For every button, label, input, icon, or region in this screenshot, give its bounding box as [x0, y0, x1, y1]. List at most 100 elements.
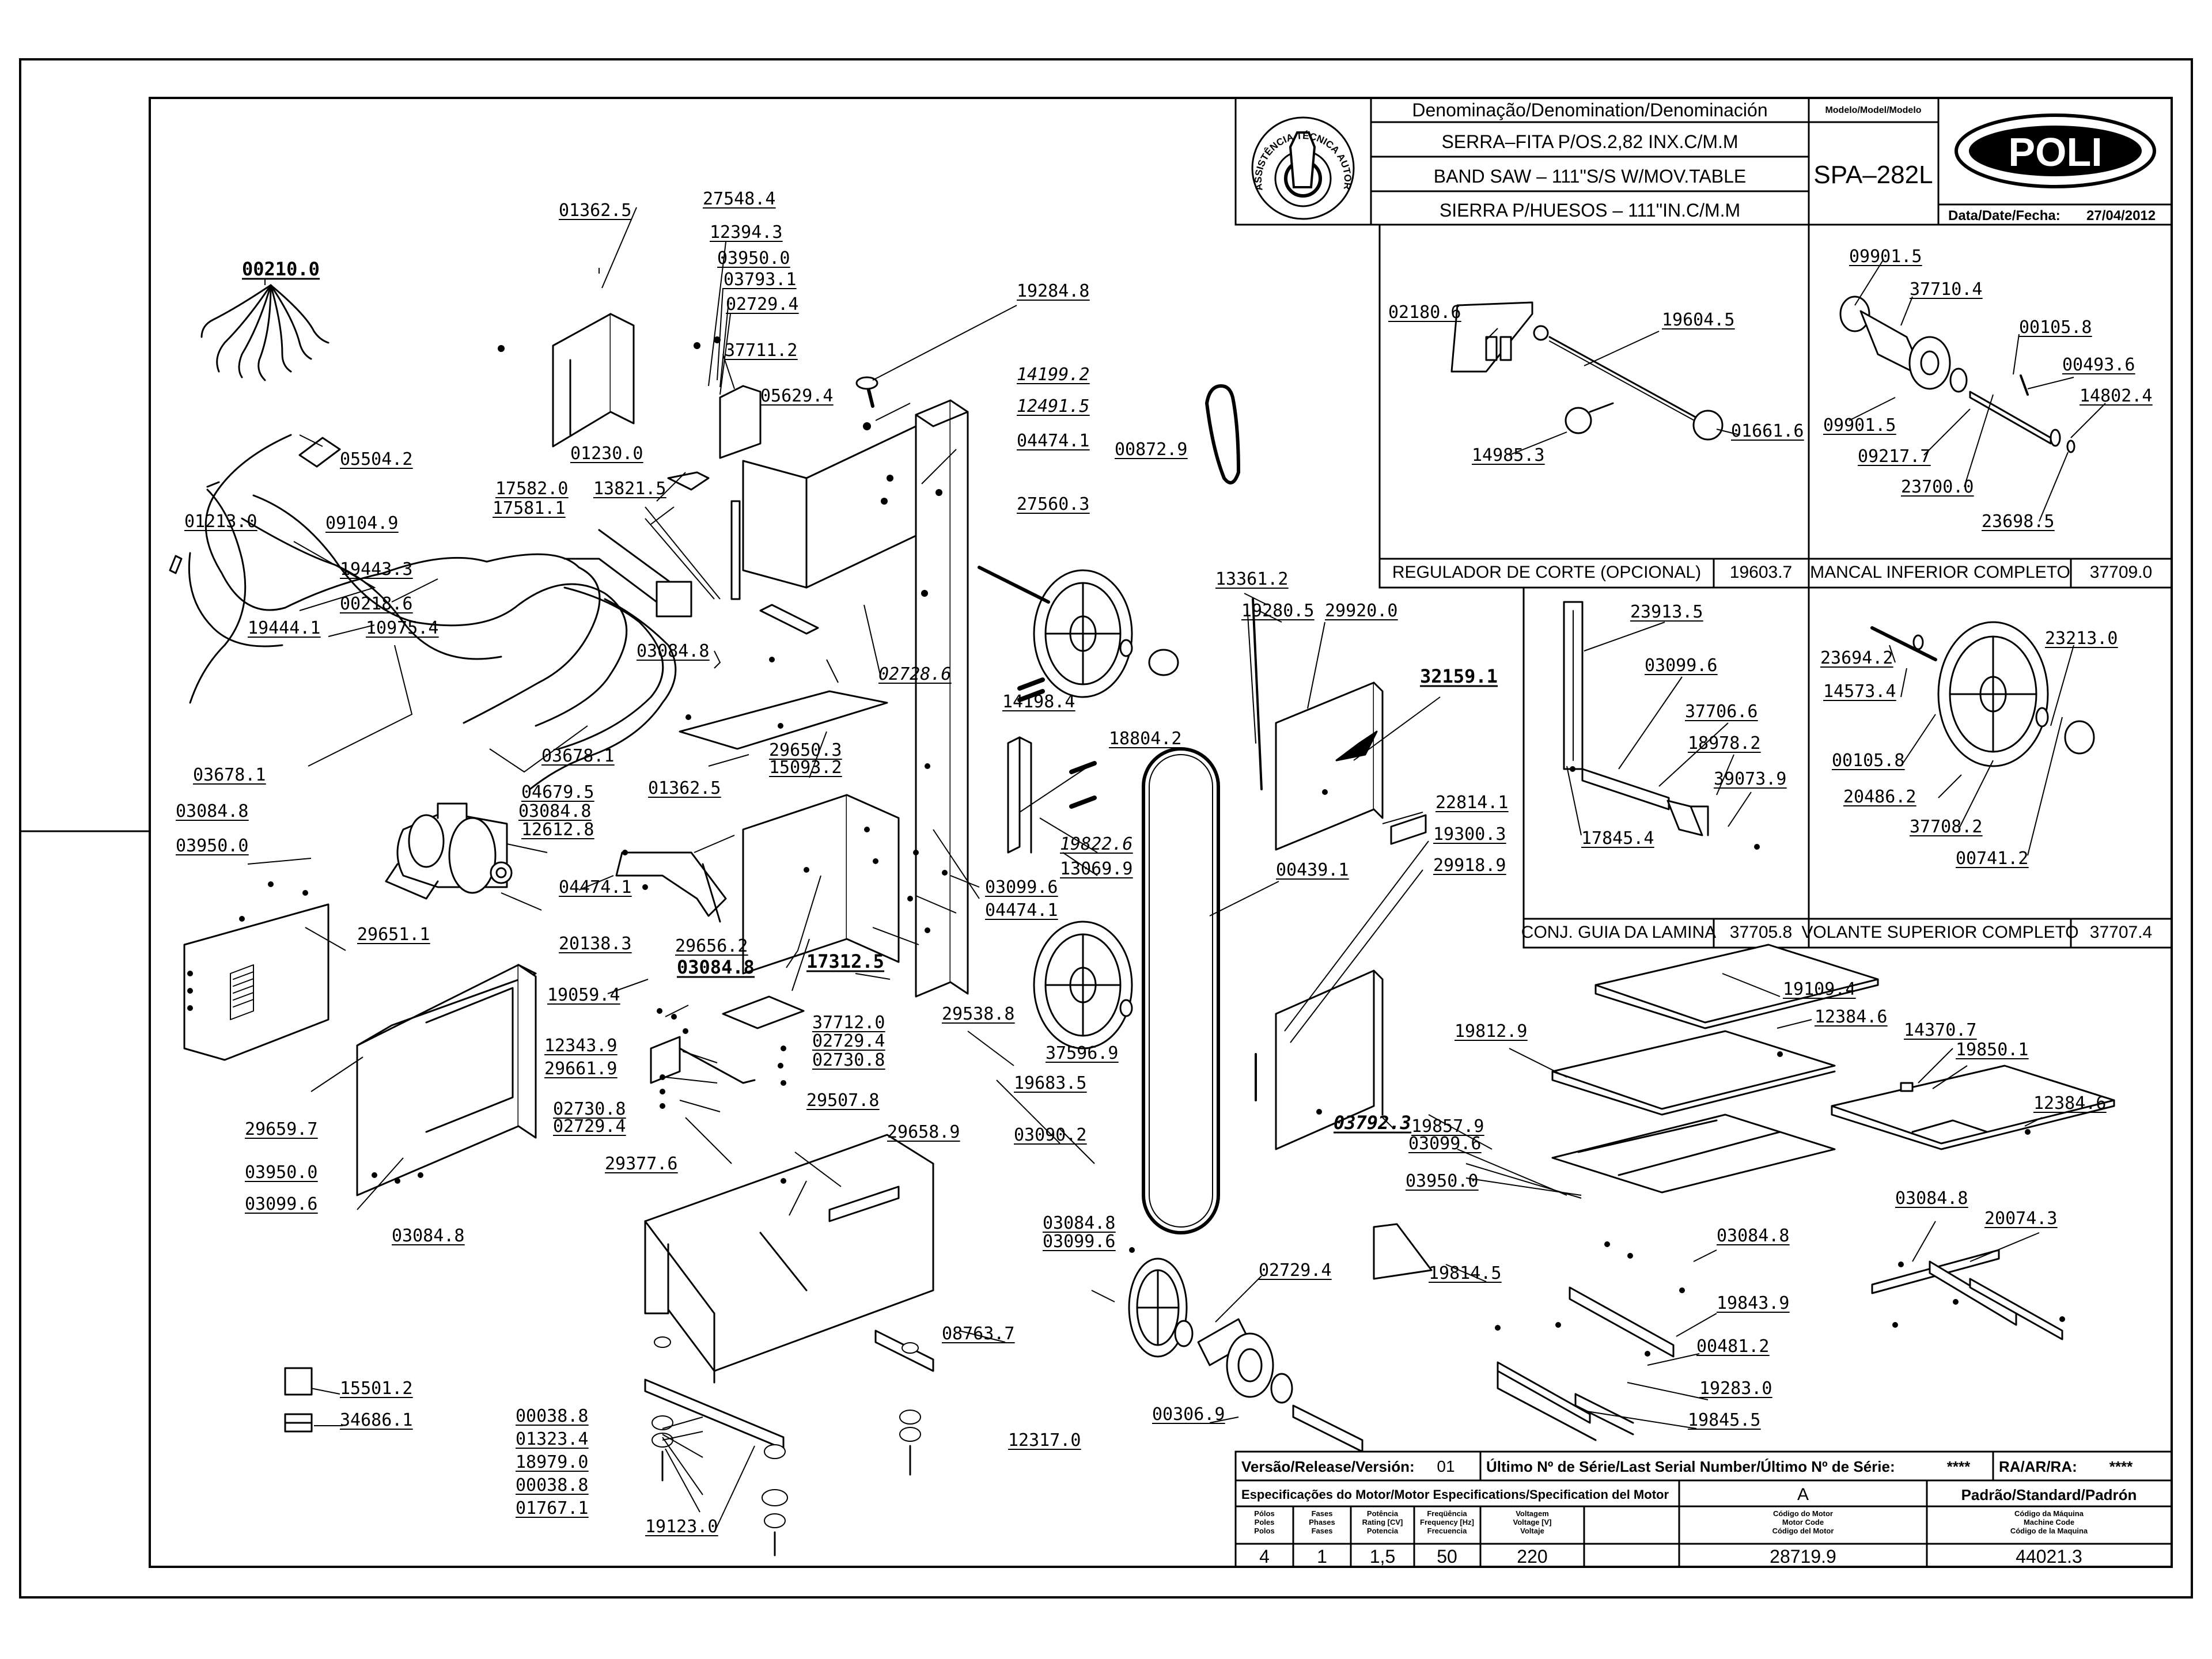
part-label: 19284.8 [1017, 281, 1089, 301]
motor [385, 802, 513, 900]
spec-table [1234, 1450, 2173, 1568]
part-label: 04474.1 [985, 900, 1058, 921]
part-label: 02728.6 [878, 664, 951, 684]
machine-code: 44021.3 [2016, 1546, 2082, 1567]
part-label: 29661.9 [544, 1059, 617, 1079]
ra-label: RA/AR/RA: [1999, 1458, 2077, 1475]
part-label: 03084.8 [1043, 1213, 1115, 1233]
part-label: 09901.5 [1823, 415, 1896, 435]
part-label: 01767.1 [516, 1498, 588, 1518]
part-label: 02730.8 [553, 1099, 626, 1119]
motor-frequency: 50 [1437, 1546, 1457, 1567]
part-label: 03084.8 [518, 801, 591, 821]
name-en: BAND SAW – 111"S/S W/MOV.TABLE [1434, 166, 1746, 187]
part-label: 03950.0 [717, 248, 790, 268]
part-label: 34686.1 [340, 1410, 412, 1430]
part-label: 17845.4 [1581, 828, 1654, 849]
part-label: 12612.8 [521, 820, 594, 840]
part-label: 37708.2 [1910, 817, 1982, 837]
part-label: 27560.3 [1017, 494, 1089, 514]
part-label: 00872.9 [1115, 440, 1187, 460]
part-label: 19280.5 [1241, 601, 1314, 621]
part-label: 29658.9 [887, 1122, 960, 1142]
part-label: 32159.1 [1420, 665, 1498, 687]
part-label: 00439.1 [1276, 860, 1349, 880]
part-label: 14198.4 [1002, 692, 1075, 712]
part-label: 29918.9 [1433, 855, 1506, 876]
part-label: 14370.7 [1904, 1020, 1976, 1040]
part-label: 13069.9 [1060, 859, 1132, 879]
part-label: 00218.6 [340, 594, 412, 614]
part-label: 19814.5 [1429, 1263, 1501, 1283]
motor-poles: 4 [1259, 1546, 1270, 1567]
subassembly-code-1: 19603.7 [1730, 563, 1792, 582]
part-label: 37706.6 [1685, 702, 1758, 722]
part-label: 00038.8 [516, 1475, 588, 1495]
part-label: 02729.4 [726, 294, 798, 315]
part-label: 12317.0 [1008, 1430, 1081, 1450]
subassembly-name-4: VOLANTE SUPERIOR COMPLETO [1801, 923, 2078, 942]
part-label: 18979.0 [516, 1452, 588, 1472]
part-label: 04474.1 [559, 877, 631, 897]
date-value: 27/04/2012 [2086, 208, 2156, 224]
name-pt: SERRA–FITA P/OS.2,82 INX.C/M.M [1441, 131, 1738, 152]
part-label: 17582.0 [495, 479, 568, 499]
version-label: Versão/Release/Versión: [1241, 1458, 1415, 1475]
part-label: 17581.1 [493, 498, 565, 518]
part-label: 27548.4 [703, 189, 775, 209]
part-label: 29651.1 [357, 925, 430, 945]
part-label: 03099.6 [1408, 1134, 1481, 1154]
part-label: 03099.6 [1043, 1232, 1115, 1252]
part-label: 03084.8 [176, 801, 248, 821]
authorized-service-seal: ASSISTÊNCIA TÉCNICA AUTORIZADA [0, 0, 1353, 191]
part-label: 03090.2 [1014, 1125, 1086, 1145]
part-label: 20138.3 [559, 934, 631, 954]
part-label: 00481.2 [1696, 1336, 1769, 1357]
part-label: 37711.2 [725, 340, 797, 361]
part-label: 03950.0 [176, 836, 248, 856]
part-label: 01323.4 [516, 1429, 588, 1449]
part-label: 29538.8 [942, 1004, 1014, 1024]
part-label: 19444.1 [248, 618, 320, 638]
part-label: 29507.8 [806, 1090, 879, 1111]
part-label: 29377.6 [605, 1154, 677, 1174]
part-label: 03099.6 [985, 877, 1058, 897]
part-label: 05504.2 [340, 449, 412, 469]
motor-rating: 1,5 [1370, 1546, 1395, 1567]
part-label: 29650.3 [769, 740, 842, 760]
part-label: 19283.0 [1699, 1378, 1772, 1399]
part-label: 12343.9 [544, 1036, 617, 1056]
subassembly-name-3: CONJ. GUIA DA LAMINA [1521, 923, 1716, 942]
part-label: 19850.1 [1956, 1040, 2028, 1060]
motor-voltage: 220 [1517, 1546, 1547, 1567]
part-label: 15093.2 [769, 757, 842, 778]
upper-wheel [978, 566, 1179, 698]
part-label: 00038.8 [516, 1406, 588, 1426]
part-label: 14802.4 [2080, 386, 2152, 406]
main-column [915, 399, 969, 998]
part-label: 03099.6 [1645, 656, 1717, 676]
part-label: 09901.5 [1849, 247, 1922, 267]
subassembly-name-2: MANCAL INFERIOR COMPLETO [1810, 563, 2070, 582]
motor-code-header: A [1797, 1485, 1809, 1504]
part-label: 03792.3 [1334, 1112, 1411, 1134]
part-label: 23913.5 [1630, 602, 1703, 622]
part-label: 20486.2 [1843, 787, 1916, 807]
part-label: 01213.0 [184, 512, 257, 532]
part-label: 03950.0 [245, 1162, 317, 1183]
part-label: 19843.9 [1717, 1293, 1789, 1313]
part-label: 19123.0 [645, 1517, 718, 1537]
part-label: 05629.4 [760, 386, 833, 406]
part-label: 18804.2 [1109, 729, 1181, 749]
subassembly-code-2: 37709.0 [2090, 563, 2152, 582]
subassembly-code-3: 37705.8 [1730, 923, 1792, 942]
part-label: 01661.6 [1731, 421, 1804, 441]
part-label: 37710.4 [1910, 279, 1982, 300]
motor-spec-label: Especificações do Motor/Motor Especifica… [1241, 1487, 1669, 1502]
ra-value: **** [2109, 1458, 2133, 1475]
